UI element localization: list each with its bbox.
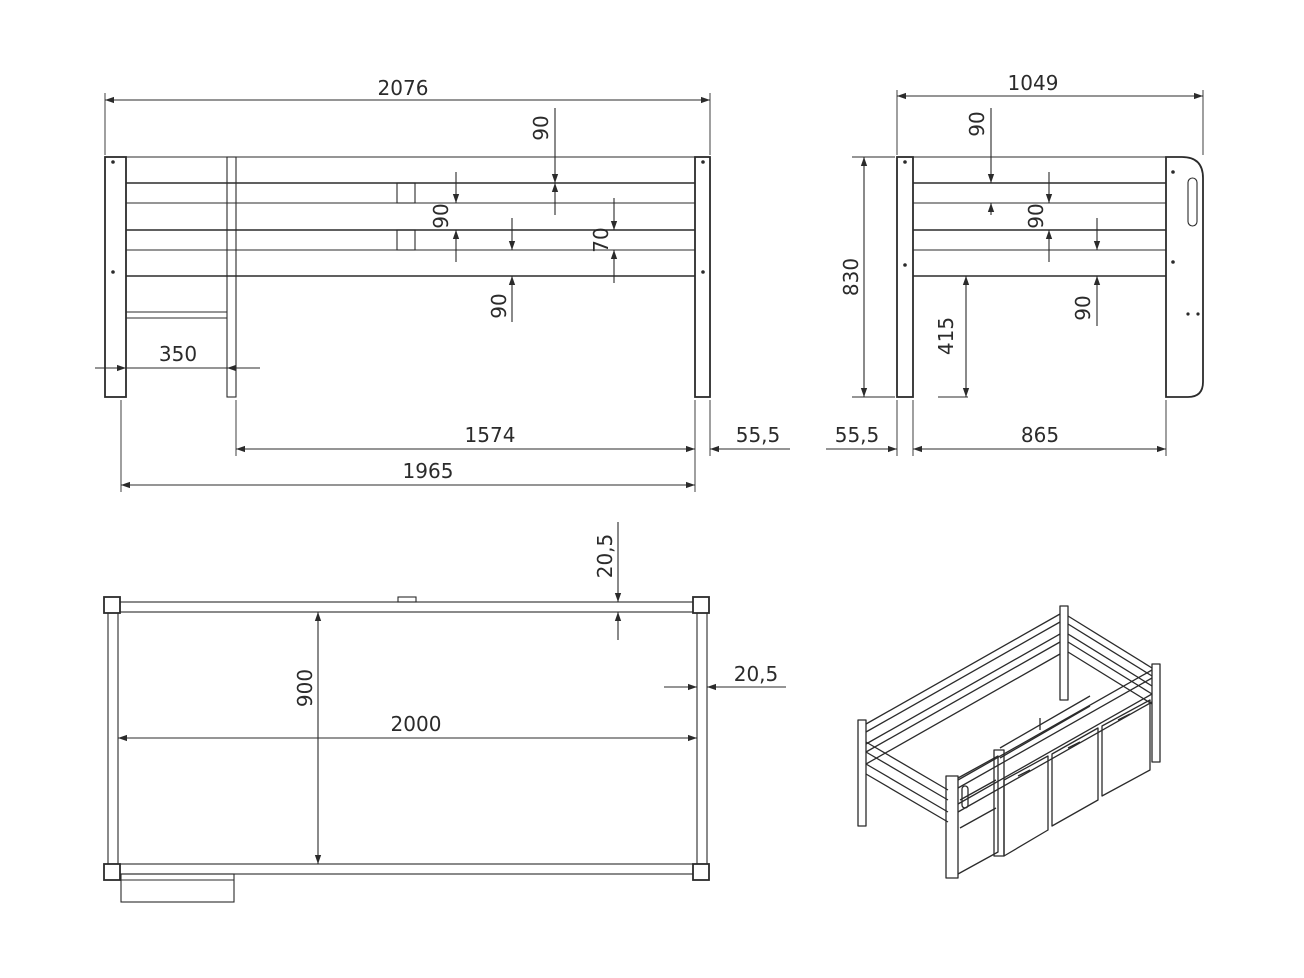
side-right-post: [1165, 156, 1204, 398]
front-right-post: [694, 156, 711, 398]
front-left-post: [104, 156, 127, 398]
front-view: 2076 90 90 70 90 350 1574 55,5: [95, 76, 790, 492]
front-rails: [126, 182, 695, 319]
front-inner-length-label: 1574: [465, 423, 516, 447]
ladder-rail: [226, 156, 237, 398]
side-overall-width-label: 1049: [1008, 71, 1059, 95]
handle-slot-icon: [1187, 177, 1198, 227]
bed-isometric-icon: [857, 605, 1161, 879]
front-ladder-width-label: 350: [159, 342, 197, 366]
front-frame-length-label: 1965: [403, 459, 454, 483]
top-rail-right: [696, 611, 708, 865]
front-rail-spacing-top-label: 90: [529, 115, 553, 140]
top-rail-offset-side-label: 20,5: [734, 662, 779, 686]
side-rails: [913, 182, 1166, 277]
front-overall-length-label: 2076: [378, 76, 429, 100]
side-overall-height-label: 830: [839, 258, 863, 296]
ladder-step: [120, 873, 235, 903]
top-rail-upper: [119, 601, 696, 613]
front-rail-spacing-mid-label: 90: [429, 203, 453, 228]
front-rail-spacing-low-label: 90: [487, 293, 511, 318]
side-rail-spacing-top-label: 90: [965, 111, 989, 136]
top-view: 20,5 20,5 900 2000: [103, 522, 786, 903]
front-rail-thickness-label: 70: [589, 227, 613, 252]
top-mattress-width-label: 900: [293, 669, 317, 707]
side-view: 1049 90 90 90 830 415 55,5 865: [826, 71, 1204, 456]
top-rail-offset-upper-label: 20,5: [593, 534, 617, 579]
top-rail-lower: [119, 863, 696, 875]
side-rail-spacing-mid-label: 90: [1024, 203, 1048, 228]
top-mattress-length-label: 2000: [391, 712, 442, 736]
top-rail-left: [107, 611, 119, 865]
side-rail-spacing-low-label: 90: [1071, 295, 1095, 320]
front-post-offset-label: 55,5: [736, 423, 781, 447]
side-left-post: [896, 156, 914, 398]
side-inner-width-label: 865: [1021, 423, 1059, 447]
side-post-offset-label: 55,5: [835, 423, 880, 447]
side-deck-height-label: 415: [934, 317, 958, 355]
